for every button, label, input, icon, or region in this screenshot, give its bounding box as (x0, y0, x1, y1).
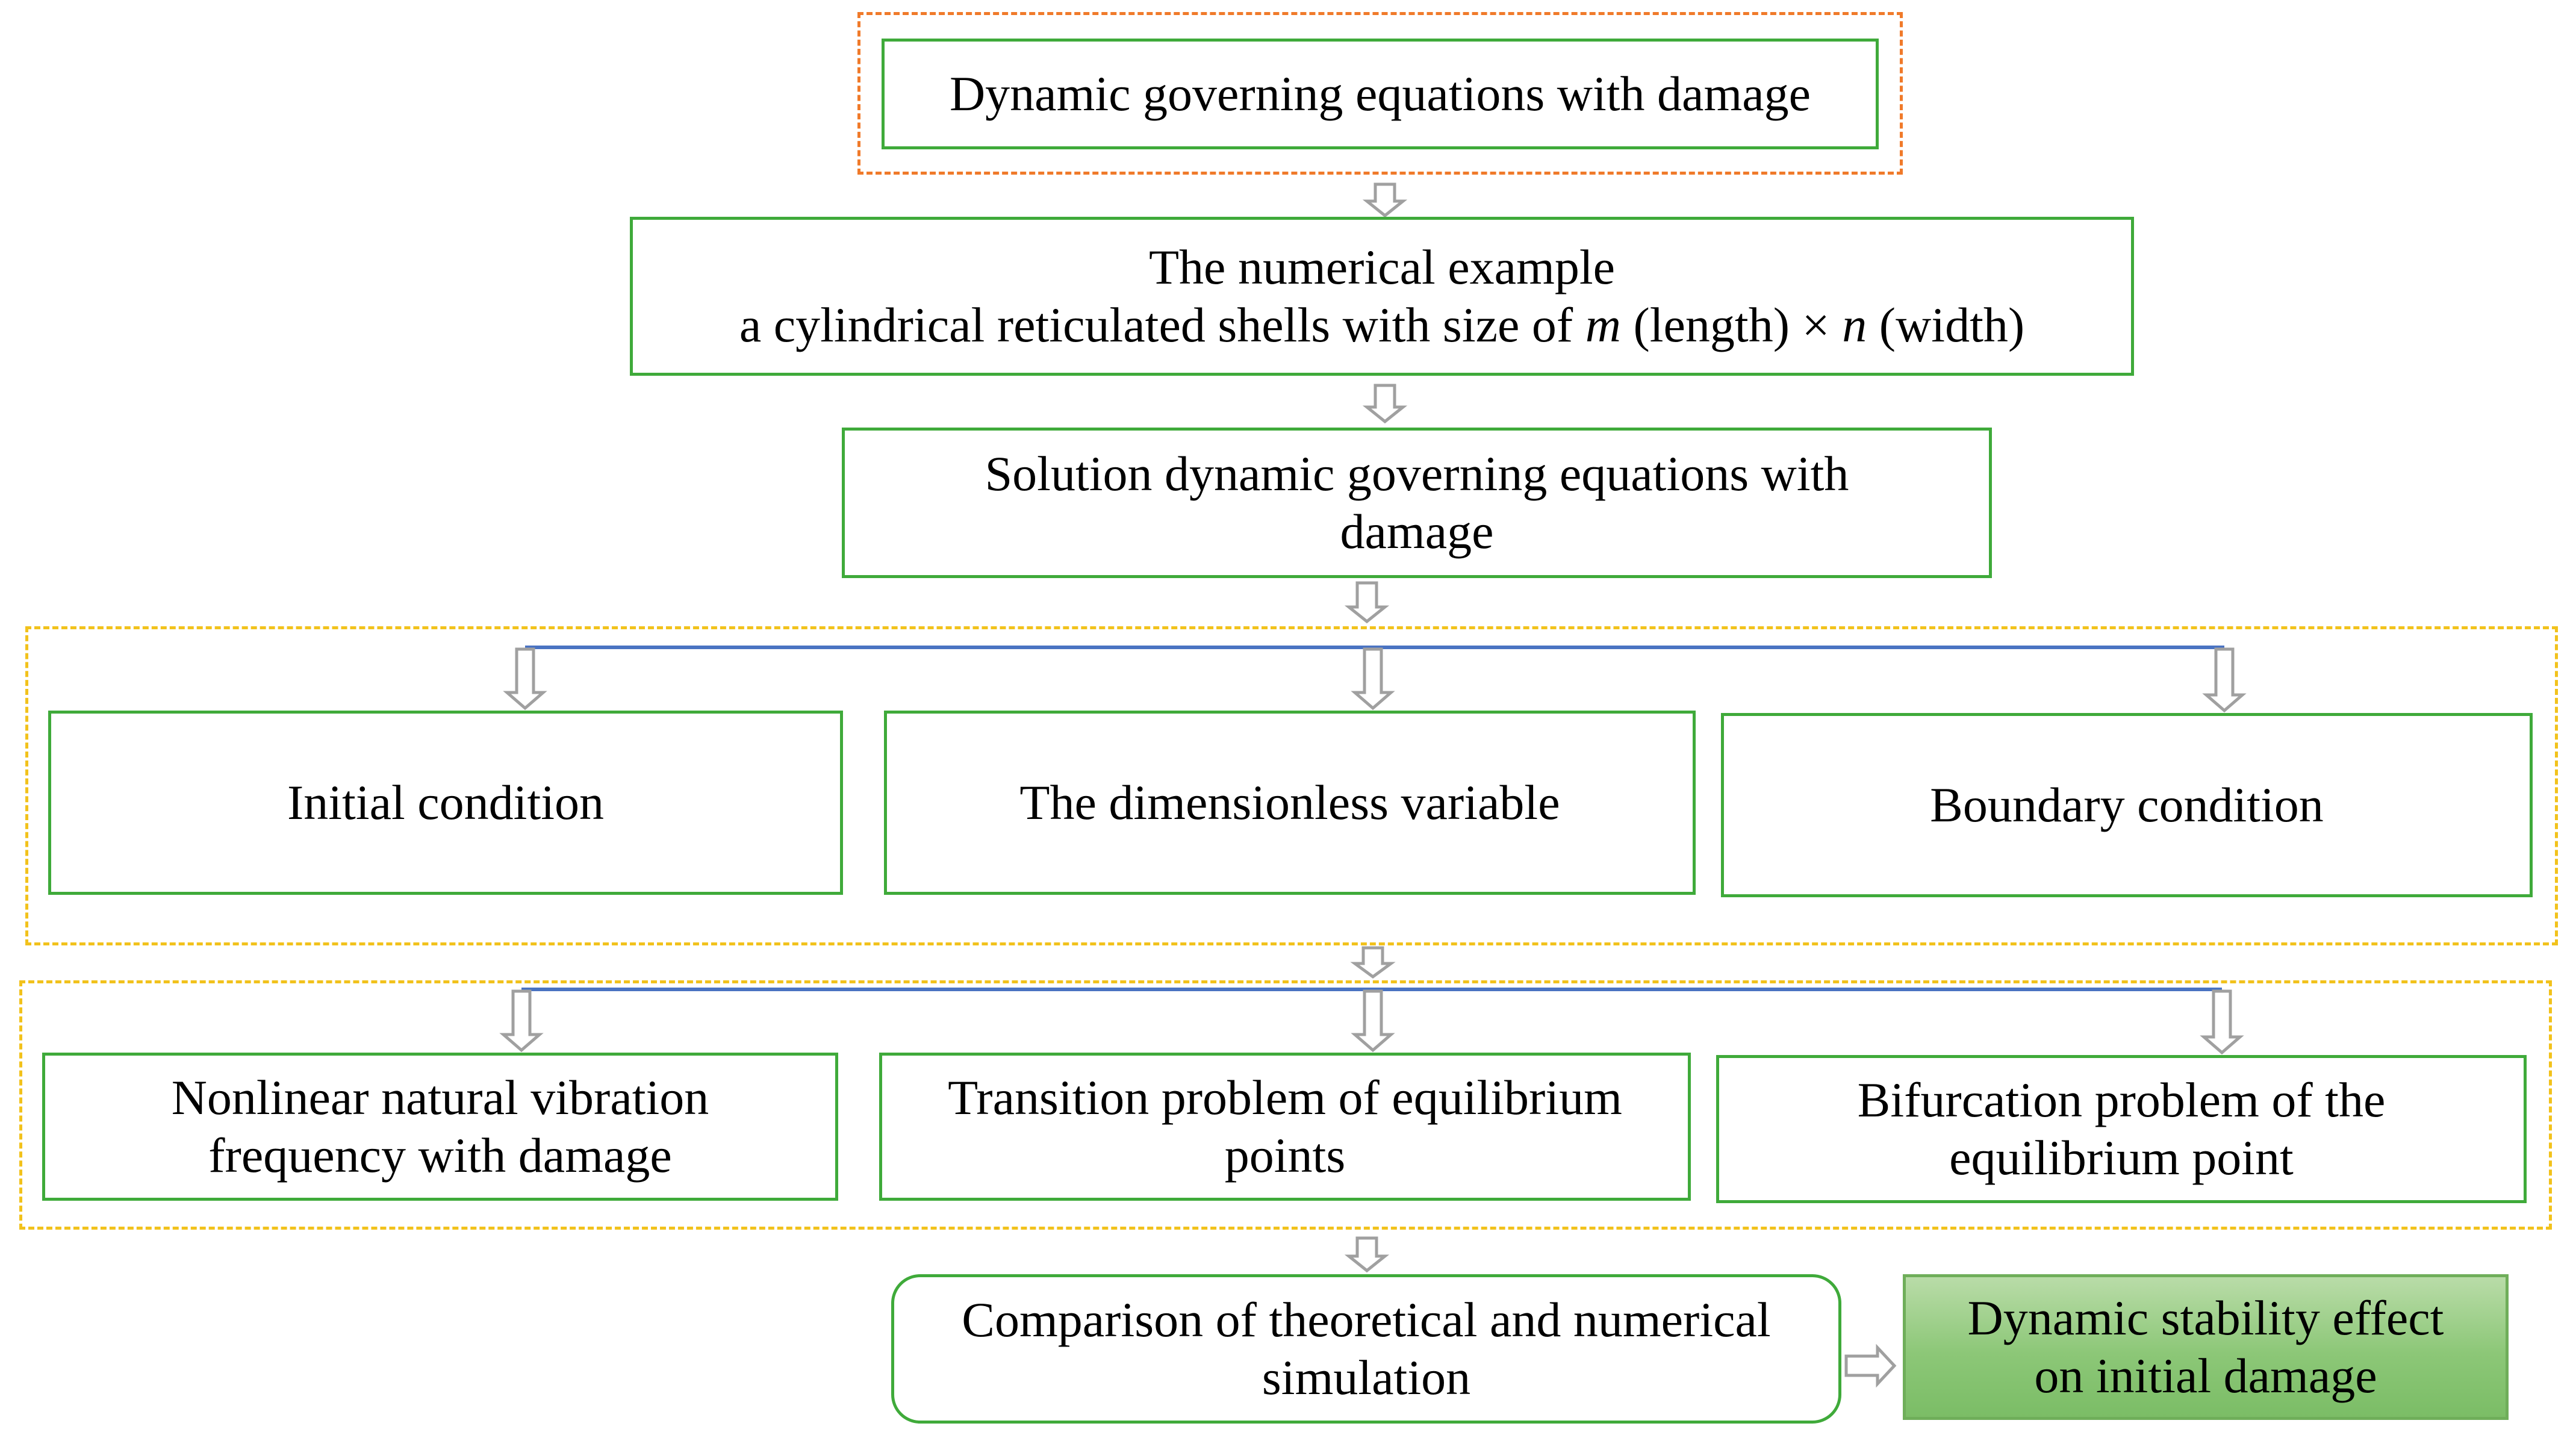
stability-effect-box: Dynamic stability effect on initial dama… (1903, 1274, 2509, 1420)
solution-text-line2: damage (1340, 504, 1494, 559)
times-symbol: × (1802, 297, 1830, 352)
stability-effect-line1: Dynamic stability effect (1967, 1290, 2444, 1345)
nonlinear-frequency-box: Nonlinear natural vibration frequency wi… (42, 1053, 838, 1201)
governing-equations-text: Dynamic governing equations with damage (949, 66, 1811, 121)
numerical-example-description: a cylindrical reticulated shells with si… (739, 297, 2025, 352)
transition-problem-line2: points (1224, 1128, 1346, 1183)
transition-problem-box: Transition problem of equilibrium points (879, 1053, 1691, 1201)
stability-effect-line2: on initial damage (2034, 1348, 2377, 1403)
comparison-box: Comparison of theoretical and numerical … (891, 1274, 1841, 1424)
comparison-line1: Comparison of theoretical and numerical (962, 1292, 1771, 1347)
arrow-problems-to-comparison (1344, 1236, 1390, 1273)
initial-condition-box: Initial condition (48, 711, 843, 895)
initial-condition-text: Initial condition (287, 775, 605, 830)
arrow-to-transition-problem (1351, 989, 1395, 1053)
nonlinear-frequency-line2: frequency with damage (208, 1128, 672, 1183)
numerical-example-box: The numerical example a cylindrical reti… (630, 217, 2134, 376)
dimensionless-variable-box: The dimensionless variable (884, 711, 1696, 895)
solution-text-line1: Solution dynamic governing equations wit… (985, 446, 1849, 501)
numerical-example-title: The numerical example (1148, 240, 1616, 294)
transition-problem-line1: Transition problem of equilibrium (948, 1070, 1622, 1125)
arrow-to-initial-condition (503, 647, 547, 711)
nonlinear-frequency-line1: Nonlinear natural vibration (171, 1070, 709, 1125)
arrow-to-dimensionless-variable (1351, 647, 1395, 711)
boundary-condition-text: Boundary condition (1930, 777, 2324, 832)
comparison-line2: simulation (1262, 1350, 1471, 1405)
dimensionless-variable-text: The dimensionless variable (1019, 775, 1560, 830)
variable-m: m (1585, 297, 1621, 352)
governing-equations-box: Dynamic governing equations with damage (882, 39, 1879, 149)
bifurcation-problem-box: Bifurcation problem of the equilibrium p… (1716, 1055, 2527, 1203)
highlight-frame-top (857, 12, 1903, 175)
variable-n: n (1842, 297, 1867, 352)
arrow-comparison-to-stability (1844, 1343, 1897, 1388)
arrow-example-to-solution (1362, 384, 1408, 424)
arrow-to-nonlinear-frequency (499, 989, 544, 1053)
group-frame-problems (19, 980, 2552, 1230)
arrow-to-boundary-condition (2202, 647, 2247, 713)
arrow-governing-to-example (1362, 182, 1408, 218)
group-frame-conditions (25, 626, 2558, 945)
solution-box: Solution dynamic governing equations wit… (842, 428, 1992, 578)
arrow-solution-to-conditions (1344, 581, 1390, 624)
arrow-to-bifurcation-problem (2200, 989, 2244, 1055)
bifurcation-problem-line1: Bifurcation problem of the (1857, 1072, 2386, 1127)
bifurcation-problem-line2: equilibrium point (1949, 1130, 2294, 1185)
boundary-condition-box: Boundary condition (1721, 713, 2533, 897)
arrow-conditions-to-problems (1350, 946, 1396, 979)
